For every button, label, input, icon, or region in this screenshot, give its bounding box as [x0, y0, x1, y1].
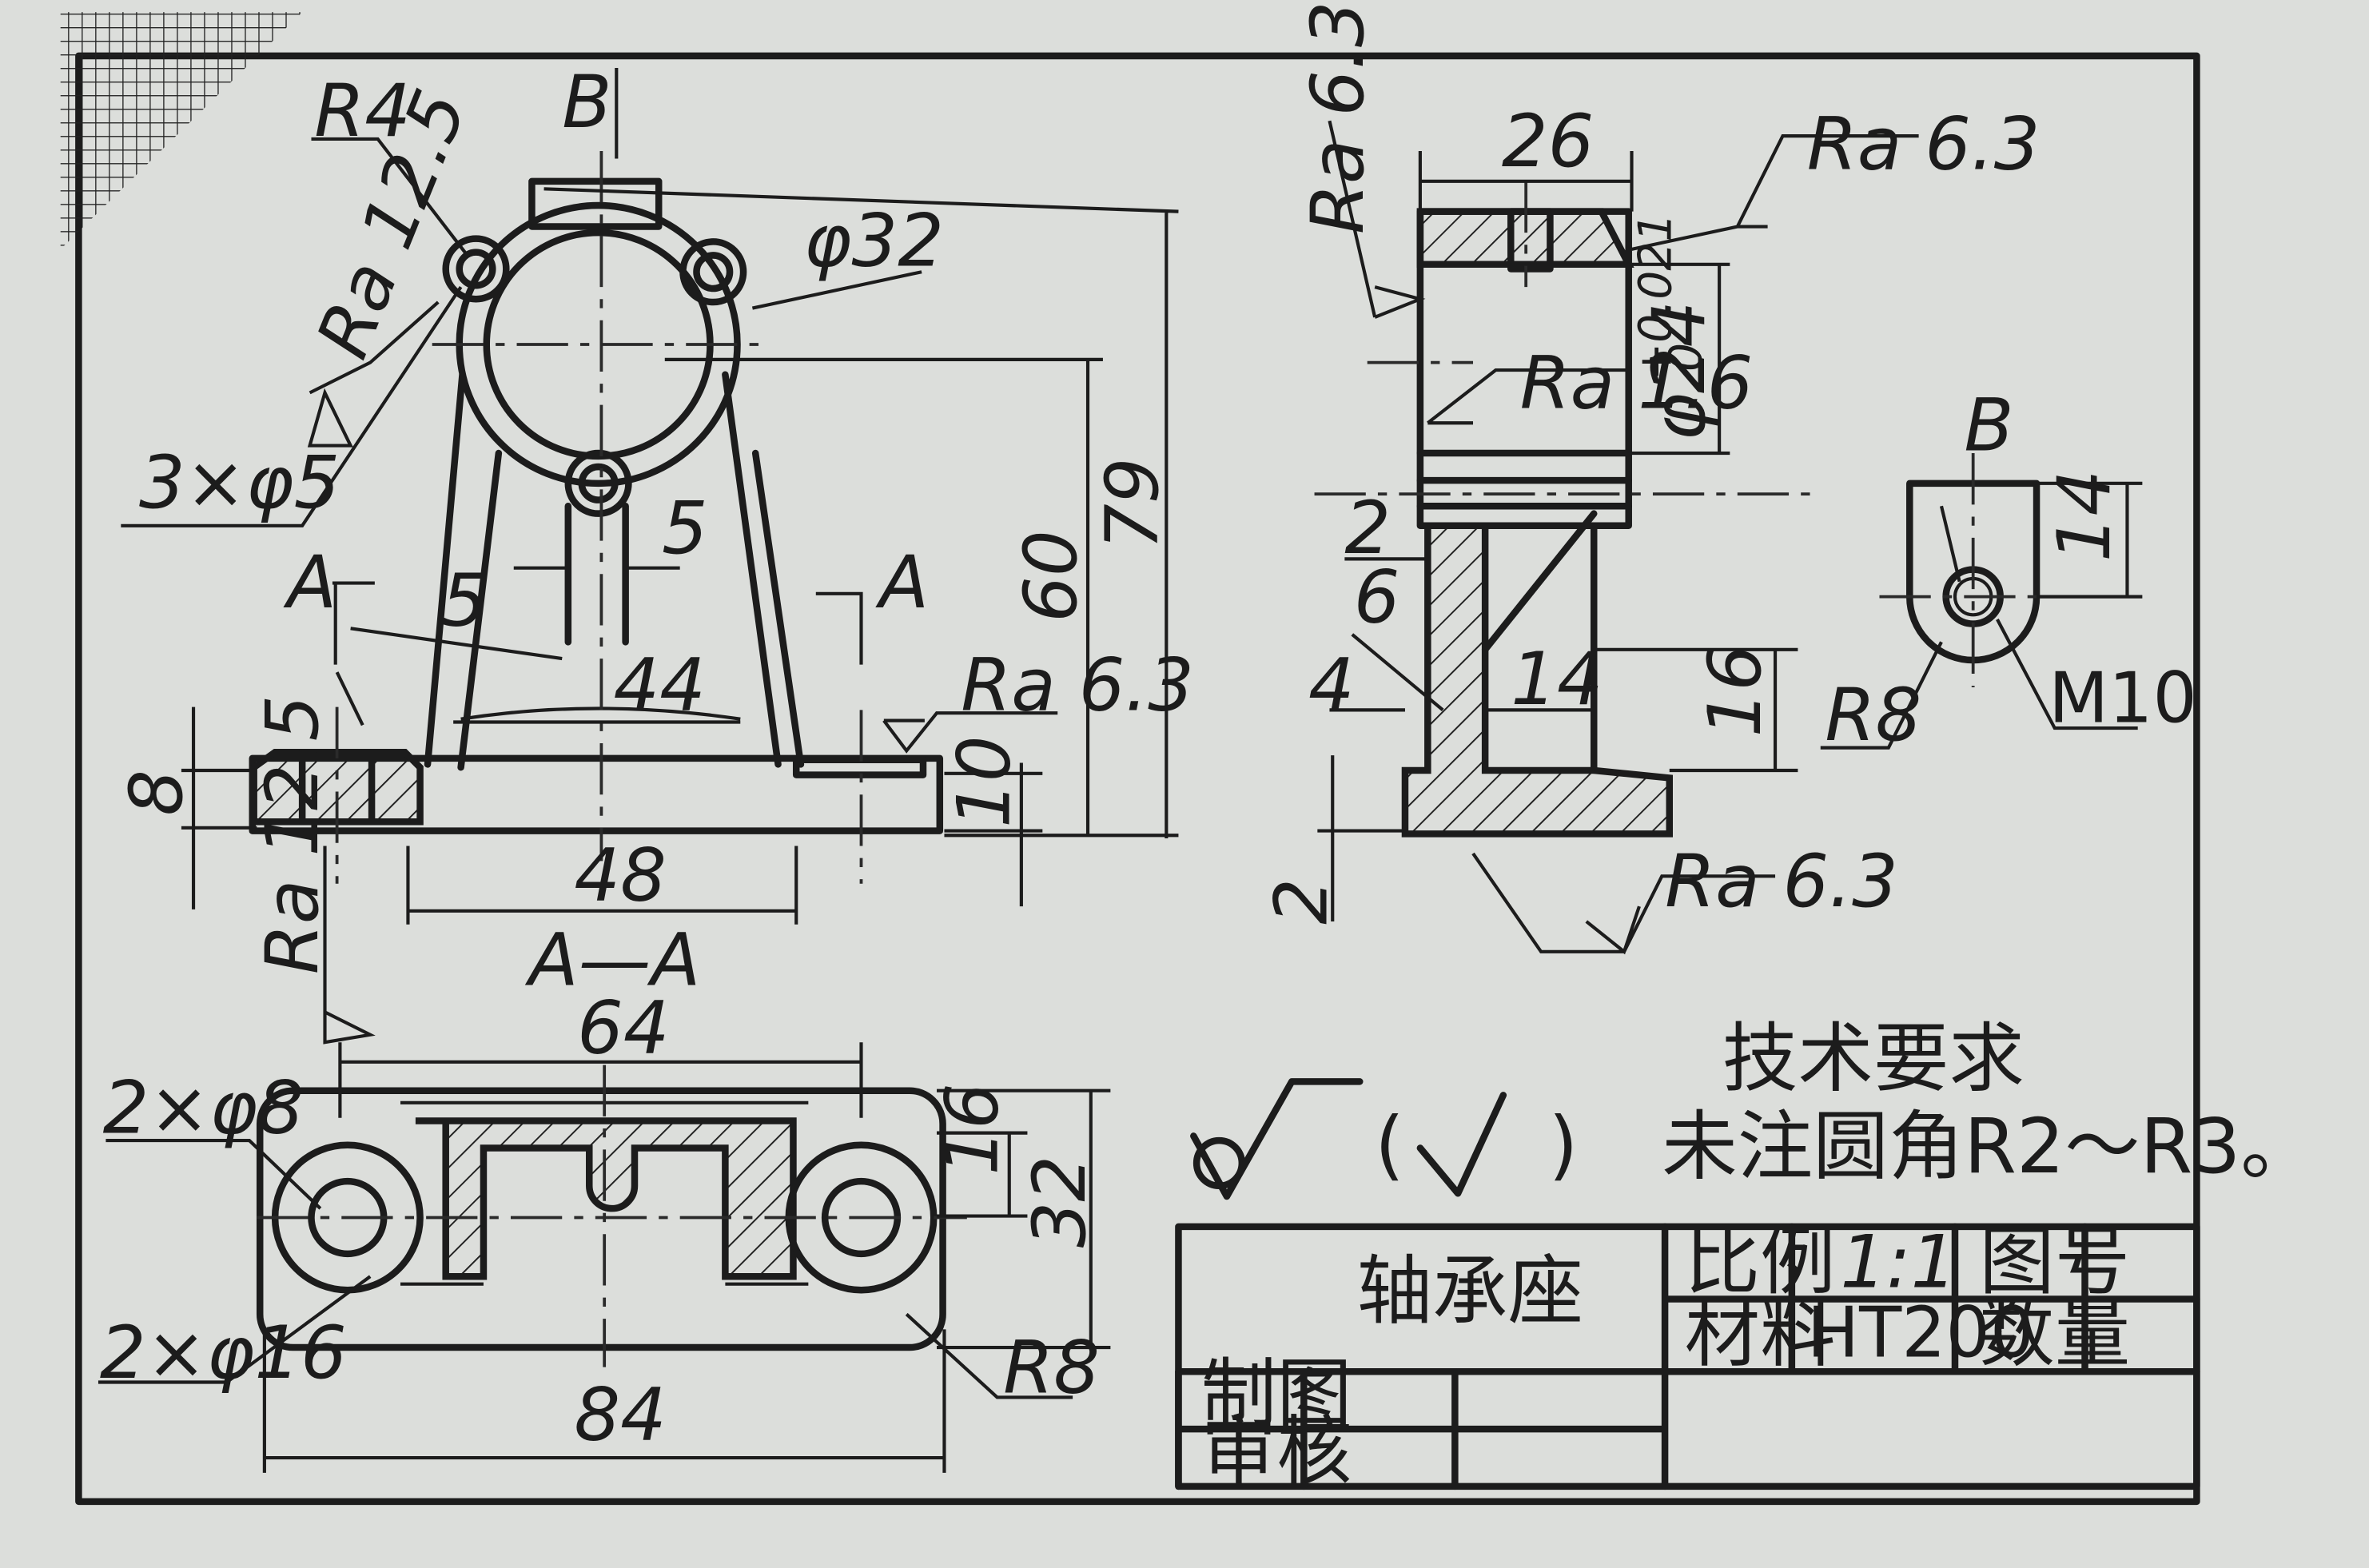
label-side-dim-16: 16 — [1694, 645, 1778, 737]
label-dim-26: 26 — [1502, 100, 1594, 184]
label-dim-60: 60 — [1009, 530, 1093, 622]
checked-label: 审核 — [1201, 1408, 1352, 1496]
label-section-title: A—A — [525, 918, 701, 1002]
drawn-label: 制图 — [1201, 1351, 1352, 1439]
requirements-title: 技术要求 — [1722, 1015, 2025, 1103]
label-dim-64: 64 — [577, 986, 669, 1070]
side-view: Ra 6.3 26 Ra 6.3 φ24 +0.021 0 Ra 1.6 2 6… — [1260, 1, 2041, 955]
section-view: 2×φ8 2×φ16 64 16 32 R8 84 — [98, 986, 1111, 1473]
technical-requirements: ( ) 技术要求 未注圆角R2～R3。 — [1190, 1015, 2316, 1200]
label-bore: φ24 — [1638, 301, 1722, 441]
label-side-ra-6-3-left: Ra 6.3 — [1296, 1, 1380, 234]
label-bore-tol-upper: +0.021 — [1630, 213, 1682, 381]
rest-surfaces-symbol — [1416, 1092, 1507, 1197]
label-view-b-title: B — [1964, 384, 2013, 468]
label-dim-48: 48 — [574, 834, 666, 918]
label-dim-44: 44 — [614, 643, 706, 727]
label-ra-1-6: Ra 1.6 — [1520, 341, 1754, 425]
requirements-note: 未注圆角R2～R3。 — [1662, 1103, 2316, 1191]
label-view-b-r8: R8 — [1825, 674, 1921, 758]
label-section-dim-16: 16 — [931, 1083, 1015, 1175]
label-dim-84: 84 — [574, 1373, 666, 1457]
label-cut-left: A — [283, 541, 336, 625]
label-r4: R4 — [314, 70, 411, 153]
material-value: HT200 — [1807, 1291, 2034, 1373]
label-dim-6: 6 — [1354, 556, 1400, 640]
scale-label: 比例 — [1685, 1217, 1836, 1305]
label-cut-right: A — [875, 541, 929, 625]
label-holes-2x8: 2×φ8 — [103, 1067, 304, 1151]
rest-paren-left: ( — [1375, 1101, 1404, 1189]
label-side-ra-6-3-top: Ra 6.3 — [1807, 103, 2041, 187]
quantity-label: 数量 — [1979, 1290, 2130, 1378]
rest-paren-right: ) — [1549, 1101, 1579, 1189]
title-block: 轴承座 比例 1:1 图号 材料 HT200 数量 制图 审核 — [1175, 1217, 2200, 1496]
label-dim-4: 4 — [1308, 643, 1355, 727]
corner-grid-pattern — [60, 12, 303, 249]
label-side-ra-6-3-bottom: Ra 6.3 — [1665, 840, 1898, 924]
label-ra-12-5-hole: Ra 12.5 — [251, 695, 335, 974]
part-name: 轴承座 — [1356, 1248, 1583, 1335]
label-side-dim-2-bottom: 2 — [1260, 878, 1344, 925]
label-holes-3x5: 3×φ5 — [139, 441, 340, 525]
front-view: R4 B φ32 Ra 12.5 3×φ5 5 5 A A 44 48 8 10… — [115, 61, 1194, 1045]
label-dim-5-rib: 5 — [441, 559, 488, 643]
label-dim-8: 8 — [115, 770, 199, 816]
view-b: B 14 R8 M10 — [1820, 384, 2197, 758]
scale-value: 1:1 — [1840, 1220, 1957, 1304]
label-bore-tol-lower: 0 — [1659, 343, 1712, 372]
label-phi32: φ32 — [804, 200, 944, 284]
label-dim-79: 79 — [1091, 458, 1175, 550]
label-side-dim-2-top: 2 — [1344, 487, 1391, 571]
label-m10: M10 — [2048, 658, 2197, 739]
drawing-frame — [75, 52, 2200, 1506]
drawing-no-label: 图号 — [1979, 1217, 2130, 1305]
label-side-dim-14: 14 — [1511, 638, 1603, 722]
label-holes-2x16: 2×φ16 — [100, 1311, 347, 1395]
label-view-b-arrow: B — [562, 61, 611, 145]
material-label: 材料 — [1685, 1290, 1836, 1378]
label-dim-32: 32 — [1018, 1156, 1102, 1248]
label-view-b-dim-14: 14 — [2043, 470, 2127, 562]
label-dim-5-slot: 5 — [662, 487, 708, 571]
label-section-r8: R8 — [1003, 1327, 1100, 1411]
label-dim-10: 10 — [943, 735, 1027, 827]
label-ra-6-3-base: Ra 6.3 — [961, 643, 1194, 727]
